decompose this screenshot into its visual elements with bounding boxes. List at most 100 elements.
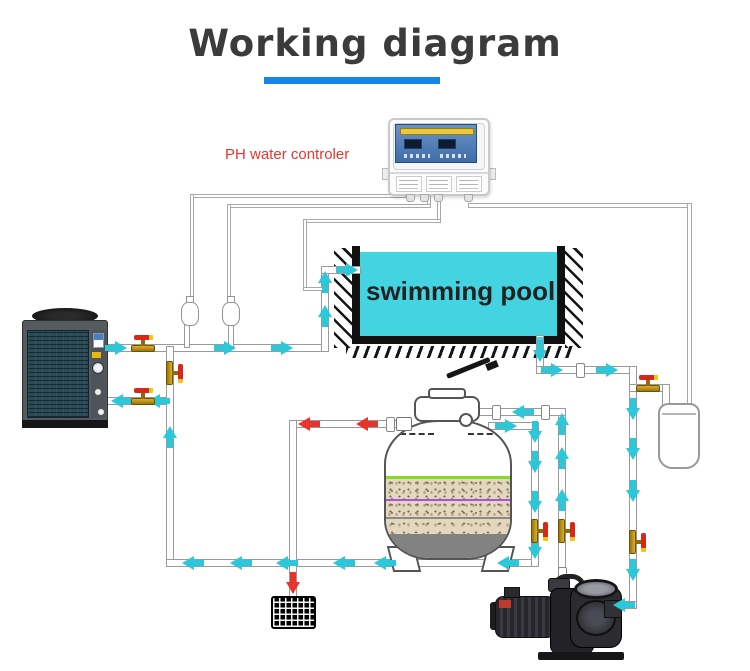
controller-cable-gland	[464, 194, 473, 202]
cyan-flow-arrow-up	[318, 305, 332, 327]
pump-suction-port	[604, 600, 622, 618]
cyan-flow-arrow-down	[626, 438, 640, 460]
heat-pump-port-fitting	[94, 388, 102, 396]
sensor-tube-segment	[190, 194, 406, 198]
controller-label-card	[456, 176, 482, 192]
cyan-flow-arrow-up	[555, 413, 569, 435]
brass-valve	[529, 517, 551, 545]
heat-pump-port-fitting	[97, 408, 105, 416]
pool-wall-bottom	[352, 336, 565, 344]
heat-pump	[20, 308, 110, 428]
filter-bottom-zone	[386, 534, 510, 558]
cyan-flow-arrow-up	[555, 489, 569, 511]
cyan-flow-arrow-right	[541, 363, 563, 377]
cyan-flow-arrow-right	[214, 341, 236, 355]
pipe-union	[492, 405, 501, 420]
heat-pump-gauge	[92, 362, 104, 374]
heat-pump-warning-sticker	[92, 352, 101, 358]
pool-water	[360, 252, 557, 336]
cyan-flow-arrow-left	[333, 556, 355, 570]
sand-filter-tank	[384, 420, 512, 560]
cyan-flow-arrow-right	[495, 419, 517, 433]
controller-front-panel	[395, 124, 477, 163]
cyan-flow-arrow-left	[512, 405, 534, 419]
pump-base	[538, 652, 624, 660]
sensor-tube-segment	[687, 203, 692, 407]
cyan-flow-arrow-down	[626, 559, 640, 581]
cyan-flow-arrow-left	[230, 556, 252, 570]
dosing-tank-lid-line	[662, 413, 696, 415]
ph-sensor-bottle	[181, 302, 199, 326]
ph-controller-label: PH water controler	[225, 146, 350, 163]
controller-buttons	[440, 154, 466, 158]
cyan-flow-arrow-left	[276, 556, 298, 570]
pump-label-tag	[499, 600, 511, 608]
pool-hatch-right	[565, 248, 583, 348]
cyan-flow-arrow-down	[528, 491, 542, 513]
sensor-tube-segment	[227, 204, 431, 208]
controller-display	[438, 139, 456, 149]
cyan-flow-arrow-left	[497, 556, 519, 570]
cyan-flow-arrow-left	[182, 556, 204, 570]
sensor-tube-segment	[227, 204, 231, 298]
filter-media-line-green	[386, 476, 510, 479]
brass-valve	[129, 385, 157, 407]
cyan-flow-arrow-up	[555, 447, 569, 469]
sensor-tube-segment	[303, 219, 441, 223]
red-flow-arrow-left	[298, 417, 320, 431]
pool-pump	[490, 570, 660, 662]
controller-cable-gland	[420, 194, 429, 202]
multiport-valve-sight-glass	[459, 413, 473, 427]
brass-valve	[634, 372, 662, 394]
cyan-flow-arrow-up	[163, 426, 177, 448]
filter-neck-dash	[468, 433, 502, 435]
cyan-flow-arrow-right	[271, 341, 293, 355]
controller-display	[404, 139, 422, 149]
filter-gravel-layer	[386, 519, 510, 534]
filter-sand-layer	[386, 501, 510, 517]
title-underline	[264, 77, 440, 84]
multiport-valve-handle	[446, 356, 491, 379]
cyan-flow-arrow-down	[626, 480, 640, 502]
controller-brand-strip	[400, 128, 474, 135]
cyan-flow-arrow-down	[528, 451, 542, 473]
heat-pump-base	[22, 420, 108, 428]
sensor-tube-segment	[468, 203, 692, 208]
pipe-union	[386, 417, 395, 432]
pump-junction-box	[504, 587, 520, 598]
cyan-flow-arrow-right	[596, 363, 618, 377]
brass-valve	[556, 517, 578, 545]
controller-cable-gland	[406, 194, 415, 202]
filter-sand-layer	[386, 479, 510, 499]
filter-neck-dash	[400, 433, 434, 435]
filter-media-line-purple	[386, 499, 510, 501]
pipe-union	[541, 405, 550, 420]
filter-media-line-gray	[386, 517, 510, 519]
sensor-tube-segment	[190, 194, 194, 298]
cyan-flow-arrow-down	[626, 398, 640, 420]
cyan-flow-arrow-right	[336, 263, 358, 277]
cyan-flow-arrow-left	[613, 598, 635, 612]
waste-drain-grate	[271, 596, 316, 629]
controller-mount-ear	[489, 168, 496, 180]
controller-buttons	[404, 154, 430, 158]
pipe-segment	[184, 324, 190, 348]
cyan-flow-arrow-down	[528, 421, 542, 443]
heat-pump-sticker	[93, 333, 104, 348]
pool-wall-right	[557, 246, 565, 344]
ph-sensor-bottle	[222, 302, 240, 326]
controller-hinge	[390, 172, 488, 174]
controller-label-card	[426, 176, 452, 192]
pool-wall-left	[352, 246, 360, 344]
multiport-valve-waste-port	[396, 417, 412, 431]
cyan-flow-arrow-down	[533, 340, 547, 362]
page-title: Working diagram	[188, 22, 562, 65]
red-flow-arrow-left	[356, 417, 378, 431]
cyan-flow-arrow-up	[318, 271, 332, 293]
cyan-flow-arrow-left	[374, 556, 396, 570]
pool-label: swimming pool	[366, 276, 556, 306]
heat-pump-coil	[27, 330, 89, 418]
pipe-union	[576, 363, 585, 378]
chemical-dosing-tank	[658, 403, 700, 469]
